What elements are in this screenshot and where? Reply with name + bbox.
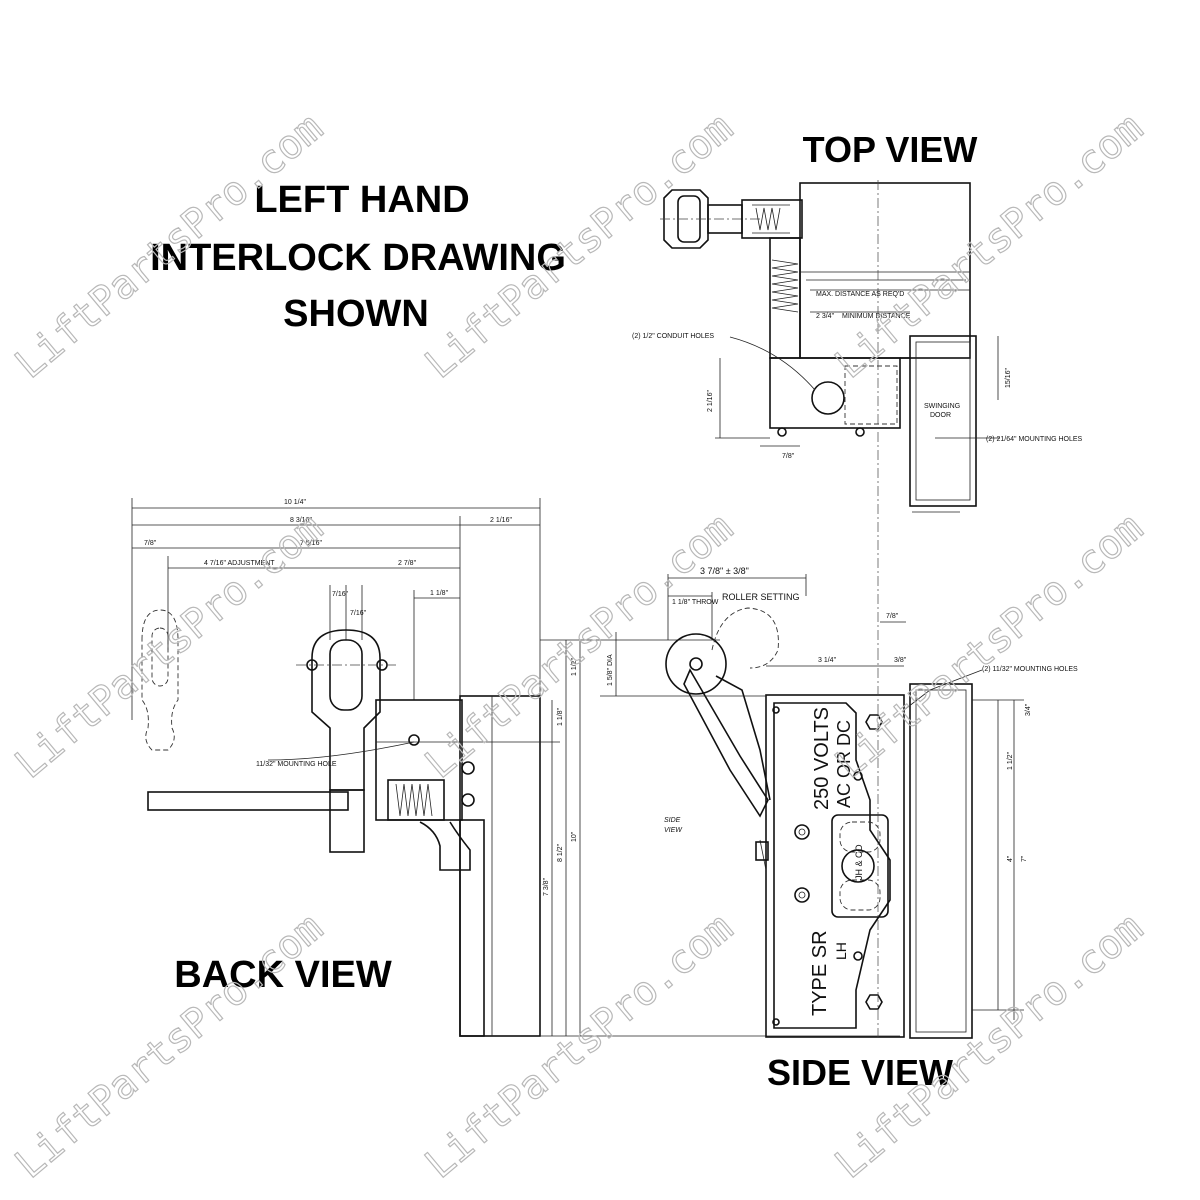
back-7-5-16: 7 5/16" — [300, 540, 322, 547]
top-view-heading: TOP VIEW — [803, 129, 978, 170]
back-7-8: 7/8" — [144, 540, 157, 547]
back-2-7-8: 2 7/8" — [398, 560, 417, 567]
nameplate-current: AC OR DC — [834, 720, 854, 808]
nameplate-voltage: 250 VOLTS — [811, 707, 833, 810]
top-conduit-holes: (2) 1/2" CONDUIT HOLES — [632, 333, 714, 340]
watermark-9: LiftPartsPro.com — [827, 905, 1152, 1188]
side-1-1-2: 1 1/2" — [1007, 751, 1014, 770]
back-view-heading: BACK VIEW — [174, 954, 392, 996]
back-7-16a: 7/16" — [332, 591, 349, 598]
side-3-8: 3/8" — [894, 657, 907, 664]
top-dim-15-16: 15/16" — [1005, 367, 1012, 388]
side-roller-dim: 3 7/8" ± 3/8" — [700, 566, 749, 576]
side-4: 4" — [1007, 855, 1014, 862]
side-view-drawing: 3 7/8" ± 3/8" 1 1/8" THROW ROLLER SETTIN… — [600, 566, 1078, 1040]
watermark-layer: LiftPartsPro.com LiftPartsPro.com LiftPa… — [6, 104, 1152, 1188]
back-7-3-8: 7 3/8" — [543, 877, 550, 896]
nameplate-hand: LH — [833, 942, 849, 960]
back-1-1-2: 1 1/2" — [571, 657, 578, 676]
back-1-1-8: 1 1/8" — [430, 590, 449, 597]
top-mounting-holes: (2) 21/64" MOUNTING HOLES — [986, 436, 1083, 443]
side-roller-setting: ROLLER SETTING — [722, 592, 800, 602]
side-7-8: 7/8" — [886, 613, 899, 620]
watermark-5: LiftPartsPro.com — [417, 505, 742, 788]
back-adjustment: 4 7/16" ADJUSTMENT — [204, 560, 275, 567]
manufacturer-logo: JH & CO — [841, 844, 875, 883]
title-line-3: SHOWN — [283, 293, 429, 335]
top-dim-2-1-16: 2 1/16" — [707, 390, 714, 412]
title-line-1: LEFT HAND — [254, 179, 469, 221]
top-max-distance: MAX. DISTANCE AS REQ'D — [816, 291, 904, 298]
top-view-drawing: MAX. DISTANCE AS REQ'D 2 3/4" MINIMUM DI… — [632, 180, 1083, 650]
side-7: 7" — [1021, 855, 1028, 862]
back-8-1-2: 8 1/2" — [557, 843, 564, 862]
side-view-heading: SIDE VIEW — [767, 1052, 953, 1093]
watermark-8: LiftPartsPro.com — [417, 905, 742, 1188]
back-1-1-8b: 1 1/8" — [557, 707, 564, 726]
side-small-label: SIDE — [664, 817, 681, 824]
watermark-4: LiftPartsPro.com — [7, 505, 332, 788]
back-7-16b: 7/16" — [350, 610, 367, 617]
watermark-7: LiftPartsPro.com — [7, 905, 332, 1188]
watermark-6: LiftPartsPro.com — [827, 505, 1152, 788]
back-10: 10" — [571, 831, 578, 842]
top-door: DOOR — [930, 412, 951, 419]
top-min-dim: 2 3/4" — [816, 313, 835, 320]
back-overall: 10 1/4" — [284, 499, 306, 506]
side-throw: 1 1/8" THROW — [672, 599, 719, 606]
side-3-4: 3/4" — [1025, 703, 1032, 716]
back-view-drawing: 10 1/4" 8 3/16" 2 1/16" 7/8" 7 5/16" 4 7… — [131, 498, 900, 1037]
top-min-distance: MINIMUM DISTANCE — [842, 313, 911, 320]
side-3-1-4: 3 1/4" — [818, 657, 837, 664]
side-dia: 1 5/8" DIA — [607, 654, 614, 686]
back-mounting-hole: 11/32" MOUNTING HOLE — [256, 761, 337, 768]
side-mounting-holes: (2) 11/32" MOUNTING HOLES — [982, 666, 1078, 673]
side-small-label2: VIEW — [664, 827, 683, 834]
nameplate-type: TYPE SR — [809, 930, 831, 1016]
top-swinging: SWINGING — [924, 403, 960, 410]
top-dim-7-8: 7/8" — [782, 453, 795, 460]
logo-text: JH & CO — [854, 844, 864, 880]
back-8-3-16: 8 3/16" — [290, 517, 312, 524]
back-2-1-16: 2 1/16" — [490, 517, 512, 524]
title-line-2: INTERLOCK DRAWING — [150, 237, 566, 279]
